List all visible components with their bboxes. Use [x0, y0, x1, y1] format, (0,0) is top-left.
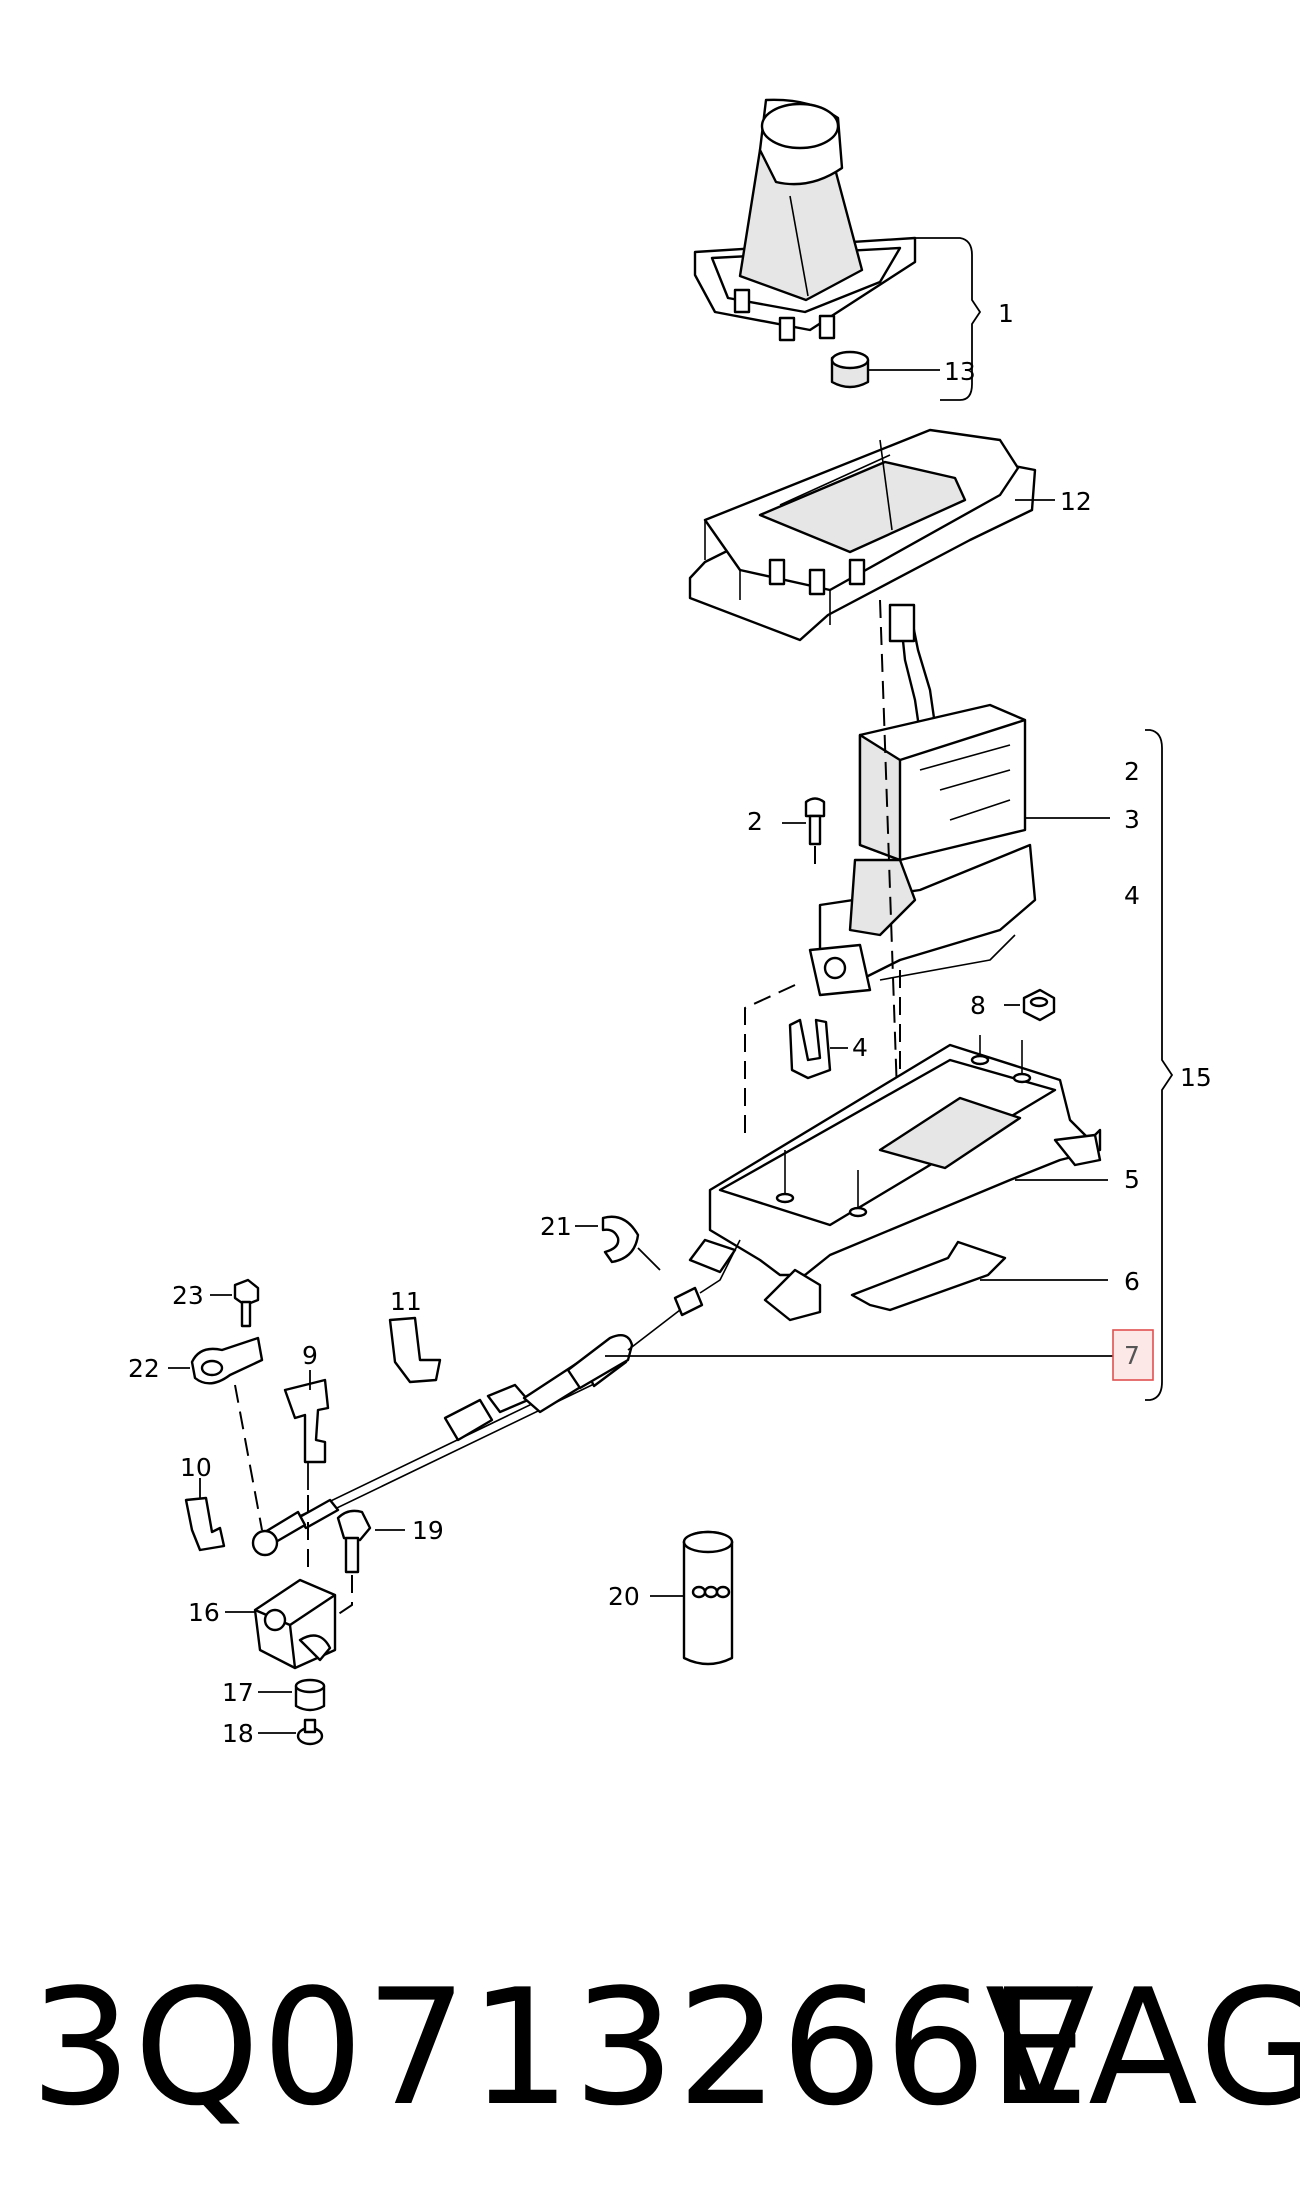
lever-22	[190, 1336, 264, 1385]
callout-16: 16	[188, 1598, 220, 1627]
callout-13: 13	[944, 357, 976, 386]
gear-selector-housing	[808, 603, 1037, 997]
bushing	[601, 1215, 640, 1264]
screw	[804, 797, 826, 872]
callout-23: 23	[172, 1281, 204, 1310]
callout-8: 8	[970, 991, 986, 1020]
callout-10: 10	[180, 1453, 212, 1482]
callout-18: 18	[222, 1719, 254, 1748]
callout-2-right: 2	[1124, 757, 1140, 786]
callout-22: 22	[128, 1354, 160, 1383]
mount-block	[253, 1578, 337, 1670]
gasket	[850, 1240, 1007, 1312]
callout-4-left: 4	[852, 1033, 868, 1062]
clip-10	[184, 1496, 226, 1552]
callout-9: 9	[302, 1341, 318, 1370]
callout-12: 12	[1060, 487, 1092, 516]
clip-11	[388, 1316, 442, 1384]
shift-cable	[251, 1239, 741, 1557]
highlight-box	[1112, 1329, 1154, 1381]
base-housing	[688, 1035, 1102, 1322]
callout-20: 20	[608, 1582, 640, 1611]
bracket-15	[1145, 729, 1174, 1401]
callout-21: 21	[540, 1212, 572, 1241]
bolt-19	[336, 1509, 372, 1574]
exploded-parts-diagram: 1 13 12 2 2 3 4 4 8 15 5 6 7 21 11 23 22…	[128, 98, 1212, 1748]
callout-17: 17	[222, 1678, 254, 1707]
bolt-18	[296, 1718, 324, 1746]
retaining-clip	[283, 1378, 330, 1464]
callout-2-left: 2	[747, 807, 763, 836]
part-number: 3Q0713266E	[30, 1954, 1092, 2141]
callout-7: 7	[1124, 1341, 1140, 1370]
callout-3: 3	[1124, 805, 1140, 834]
lubricant-tube	[682, 1530, 734, 1666]
bolt-23	[233, 1278, 260, 1328]
brand-name: VAG	[985, 1954, 1300, 2141]
callout-1: 1	[998, 299, 1014, 328]
bracket-1	[915, 237, 982, 401]
footer: 3Q0713266E VAG	[0, 1948, 1300, 2148]
callout-15: 15	[1180, 1063, 1212, 1092]
gear-knob-boot	[693, 98, 917, 342]
callout-6: 6	[1124, 1267, 1140, 1296]
callout-11: 11	[390, 1287, 422, 1316]
callout-5: 5	[1124, 1165, 1140, 1194]
spring-clip	[788, 1018, 832, 1080]
knob-collar	[830, 350, 870, 389]
callout-4-right: 4	[1124, 881, 1140, 910]
callout-19: 19	[412, 1516, 444, 1545]
hex-nut	[1022, 988, 1056, 1022]
console-frame	[688, 428, 1037, 642]
grommet	[294, 1678, 326, 1712]
